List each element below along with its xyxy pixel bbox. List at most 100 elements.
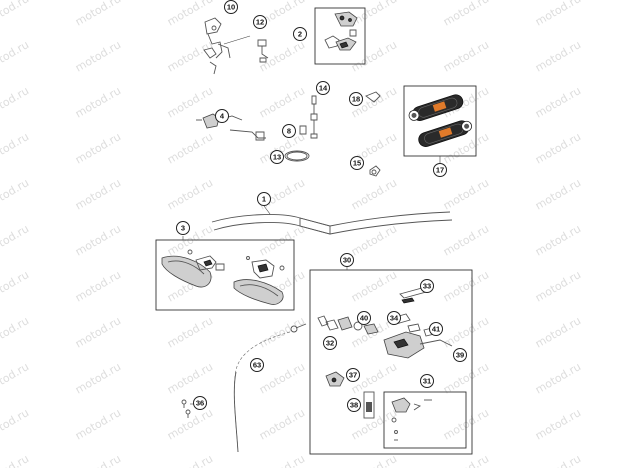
callout-label: 30 <box>343 256 351 265</box>
callout-label: 39 <box>456 351 464 360</box>
callout-label: 3 <box>181 224 185 233</box>
watermark-text: motod.ru <box>349 176 399 212</box>
watermark-text: motod.ru <box>533 360 583 396</box>
callout-31: 31 <box>420 374 434 388</box>
watermark-text: motod.ru <box>0 222 31 258</box>
part-group-10-12 <box>203 17 269 75</box>
watermark-text: motod.ru <box>0 360 31 396</box>
callout-13: 13 <box>270 150 284 164</box>
callout-circle <box>323 336 337 350</box>
callout-circle <box>346 368 360 382</box>
callout-label: 14 <box>319 84 328 93</box>
watermark-text: motod.ru <box>165 0 215 29</box>
callout-63: 63 <box>250 358 264 372</box>
callout-circle <box>340 253 354 267</box>
callout-circle <box>257 192 271 206</box>
callout-label: 18 <box>352 95 360 104</box>
callout-circle <box>224 0 238 14</box>
callout-circle <box>420 279 434 293</box>
callout-30: 30 <box>340 253 354 267</box>
watermark-text: motod.ru <box>441 360 491 396</box>
watermark-text: motod.ru <box>165 84 215 120</box>
watermark-text: motod.ru <box>73 130 123 166</box>
callout-39: 39 <box>453 348 467 362</box>
watermark-text: motod.ru <box>441 176 491 212</box>
callout-3: 3 <box>176 221 190 235</box>
watermark-text: motod.ru <box>0 452 31 468</box>
watermark-text: motod.ru <box>441 452 491 468</box>
callout-circle <box>350 156 364 170</box>
watermark-text: motod.ru <box>165 314 215 350</box>
watermark-text: motod.ru <box>257 84 307 120</box>
watermark-text: motod.ru <box>441 38 491 74</box>
callout-circle <box>253 15 267 29</box>
part-group-1-handlebar <box>211 205 453 235</box>
callout-label: 2 <box>298 30 302 39</box>
callout-label: 12 <box>256 18 264 27</box>
watermark-text: motod.ru <box>0 314 31 350</box>
watermark-text: motod.ru <box>165 38 215 74</box>
callout-34: 34 <box>387 311 401 325</box>
callout-circle <box>270 150 284 164</box>
watermark-text: motod.ru <box>73 38 123 74</box>
callout-4: 4 <box>215 109 229 123</box>
watermark-text: motod.ru <box>165 130 215 166</box>
callout-circle <box>316 81 330 95</box>
callout-label: 38 <box>350 401 358 410</box>
part-group-17-grips <box>403 85 477 164</box>
callout-label: 63 <box>253 361 261 370</box>
part-group-14-8-13 <box>284 95 318 162</box>
watermark-text: motod.ru <box>0 84 31 120</box>
callout-circle <box>193 396 207 410</box>
callout-14: 14 <box>316 81 330 95</box>
callout-circle <box>387 311 401 325</box>
watermark-text: motod.ru <box>533 406 583 442</box>
callout-37: 37 <box>346 368 360 382</box>
watermark-text: motod.ru <box>349 222 399 258</box>
callout-8: 8 <box>282 124 296 138</box>
part-group-2 <box>314 7 366 65</box>
watermark-text: motod.ru <box>73 452 123 468</box>
watermark-text: motod.ru <box>349 452 399 468</box>
watermark-text: motod.ru <box>441 0 491 29</box>
watermark-text: motod.ru <box>73 406 123 442</box>
watermark-text: motod.ru <box>257 452 307 468</box>
watermark-text: motod.ru <box>0 268 31 304</box>
callout-label: 36 <box>196 399 204 408</box>
watermark-text: motod.ru <box>165 176 215 212</box>
watermark-text: motod.ru <box>0 130 31 166</box>
callout-circle <box>420 374 434 388</box>
callout-circle <box>215 109 229 123</box>
watermark-text: motod.ru <box>349 268 399 304</box>
callout-circle <box>282 124 296 138</box>
watermark-text: motod.ru <box>73 0 123 29</box>
watermark-text: motod.ru <box>0 0 31 29</box>
watermark-text: motod.ru <box>533 176 583 212</box>
callout-circle <box>293 27 307 41</box>
callout-label: 1 <box>262 195 266 204</box>
watermark-text: motod.ru <box>257 38 307 74</box>
watermark-text: motod.ru <box>165 360 215 396</box>
callout-17: 17 <box>433 163 447 177</box>
watermark-text: motod.ru <box>441 268 491 304</box>
callout-label: 33 <box>423 282 431 291</box>
watermark-text: motod.ru <box>73 176 123 212</box>
callout-15: 15 <box>350 156 364 170</box>
watermark-text: motod.ru <box>533 452 583 468</box>
callout-label: 31 <box>423 377 431 386</box>
watermark-text: motod.ru <box>257 406 307 442</box>
watermark-text: motod.ru <box>441 314 491 350</box>
callout-circle <box>357 311 371 325</box>
watermark-text: motod.ru <box>349 38 399 74</box>
callout-label: 40 <box>360 314 368 323</box>
watermark-text: motod.ru <box>533 38 583 74</box>
callout-label: 34 <box>390 314 399 323</box>
watermark-text: motod.ru <box>73 268 123 304</box>
watermark-text: motod.ru <box>533 314 583 350</box>
callout-label: 13 <box>273 153 281 162</box>
callout-label: 32 <box>326 339 334 348</box>
watermark-text: motod.ru <box>349 0 399 29</box>
callout-18: 18 <box>349 92 363 106</box>
